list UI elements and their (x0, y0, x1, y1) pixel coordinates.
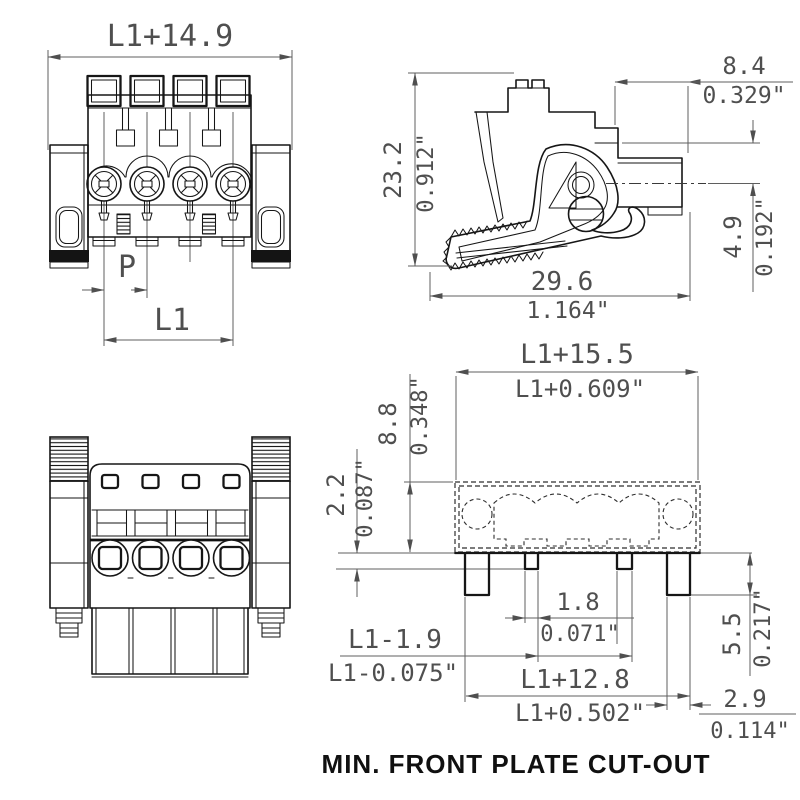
dim-side-height-in: 0.912" (414, 133, 439, 212)
dim-front-span: L1 (103, 303, 234, 343)
dim-cutout-width: L1+15.5 L1+0.609" (455, 339, 699, 480)
dim-side-top-offset: 8.4 0.329" (614, 52, 793, 153)
rear-left-screw (49, 436, 89, 638)
dim-cutout-step-mm: 2.2 (322, 473, 350, 516)
dim-side-depth-in: 1.164" (526, 298, 609, 324)
rear-right-screw (251, 436, 291, 638)
dim-side-axis-offset-in: 0.192" (753, 197, 778, 276)
dim-cutout-outer-span: L1+12.8 L1+0.502" (465, 665, 691, 727)
front-right-flange (251, 144, 291, 269)
cutout-view: L1+15.5 L1+0.609" 8.8 0.348" 2.2 0.087" … (322, 339, 796, 744)
dim-cutout-leg-width-mm: 2.9 (723, 685, 766, 713)
dim-cutout-opening-height: 8.8 0.348" (374, 374, 453, 553)
dim-cutout-step: 2.2 0.087" (322, 449, 378, 597)
dim-side-axis-offset-mm: 4.9 (719, 215, 747, 258)
rear-housing (89, 463, 251, 609)
dim-cutout-notch-width: 1.8 0.071" (505, 588, 634, 647)
dim-side-top-offset-in: 0.329" (702, 83, 785, 109)
rear-view (49, 436, 291, 678)
dim-side-depth-mm: 29.6 (531, 267, 594, 297)
dim-cutout-leg-depth-in: 0.217" (751, 588, 776, 667)
dim-front-pitch-label: P (118, 250, 136, 285)
side-housing (474, 79, 683, 223)
front-left-flange (49, 144, 89, 269)
drawing-caption: MIN. FRONT PLATE CUT-OUT (322, 749, 711, 779)
side-latch-lever (442, 143, 646, 271)
dim-cutout-leg-width: 2.9 0.114" (646, 685, 796, 744)
dim-cutout-width-in: L1+0.609" (515, 375, 645, 403)
dim-side-height: 23.2 0.912" (379, 72, 514, 267)
dim-cutout-notch-in: 0.071" (540, 622, 619, 647)
cutout-opening (454, 481, 701, 553)
dim-cutout-outer-span-in: L1+0.502" (515, 699, 645, 727)
front-wire-clamps (86, 74, 251, 108)
dim-cutout-outer-span-mm: L1+12.8 (520, 665, 630, 695)
front-view: L1+14.9 P L1 (47, 19, 293, 346)
dim-cutout-inner-span-mm: L1-1.9 (348, 625, 442, 655)
dim-front-overall-width-mm: L1+14.9 (107, 19, 233, 54)
front-coding-slots (92, 213, 245, 247)
dim-cutout-leg-width-in: 0.114" (710, 719, 789, 744)
dim-side-height-mm: 23.2 (379, 141, 407, 199)
dim-side-depth: 29.6 1.164" (429, 212, 691, 324)
side-view: 23.2 0.912" 8.4 0.329" 4.9 0.192" 29.6 1… (379, 52, 793, 324)
dim-cutout-opening-height-mm: 8.8 (374, 402, 402, 445)
front-housing (87, 94, 252, 238)
cutout-profile (336, 551, 757, 597)
dim-cutout-inner-span-in: L1-0.075" (328, 659, 458, 687)
dim-cutout-leg-depth: 5.5 0.217" (718, 552, 776, 676)
dim-cutout-inner-span: L1-1.9 L1-0.075" (328, 625, 633, 687)
dim-cutout-notch-mm: 1.8 (556, 588, 599, 616)
front-screws (86, 166, 251, 221)
dim-cutout-width-mm: L1+15.5 (520, 339, 634, 370)
dim-cutout-opening-height-in: 0.348" (408, 376, 433, 455)
dim-front-pitch: P (82, 250, 148, 293)
dim-front-overall-width: L1+14.9 (47, 19, 293, 150)
dim-cutout-step-in: 0.087" (353, 458, 378, 537)
dim-side-axis-offset: 4.9 0.192" (622, 120, 778, 292)
dim-cutout-leg-depth-mm: 5.5 (718, 612, 746, 655)
dim-side-top-offset-mm: 8.4 (722, 52, 765, 80)
dim-front-span-label: L1 (154, 303, 190, 338)
rear-skirt (91, 607, 249, 678)
